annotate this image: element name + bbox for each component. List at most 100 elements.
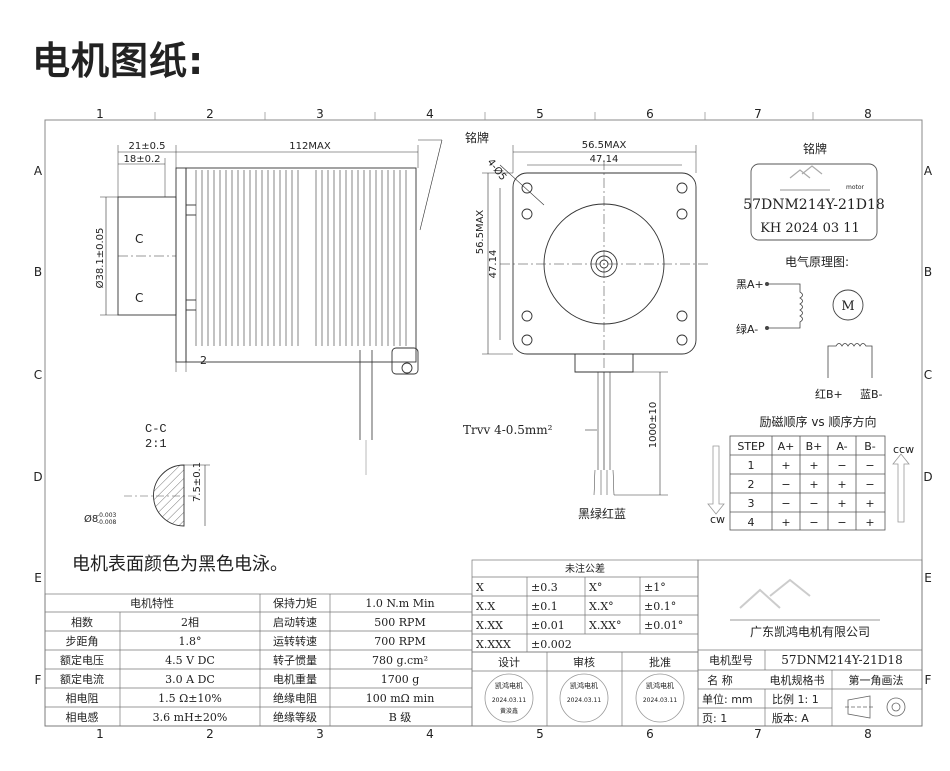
page-heading: 电机图纸: <box>32 39 205 83</box>
seq-header: B+ <box>806 440 823 453</box>
ccw-arrow-icon <box>892 453 910 523</box>
cw-label: cw <box>710 513 725 526</box>
grid-row: A <box>34 164 43 178</box>
grid-row: F <box>35 673 42 687</box>
seq-cell: + <box>781 459 790 472</box>
spec-label: 相电阻 <box>66 692 99 705</box>
grid-col: 1 <box>96 107 104 121</box>
tol-cell: X <box>476 581 484 594</box>
grid-col: 2 <box>206 727 214 741</box>
section-scale: 2:1 <box>145 437 167 451</box>
grid-col: 6 <box>646 727 654 741</box>
spec-label: 额定电流 <box>60 672 104 686</box>
grid-col: 8 <box>864 727 872 741</box>
svg-text:凯鸿电机: 凯鸿电机 <box>570 681 598 690</box>
nameplate-date: KH 2024 03 11 <box>760 221 860 236</box>
spec-value: 1.5 Ω±10% <box>158 692 222 705</box>
tol-cell: ±1° <box>644 581 666 594</box>
stamp-approve: 凯鸿电机 2024.03.11 <box>635 673 685 723</box>
unit: 单位: mm <box>702 692 753 706</box>
dim-2: 2 <box>200 354 207 367</box>
spec-value: 3.6 mH±20% <box>153 711 228 724</box>
svg-text:黄浚鑫: 黄浚鑫 <box>500 707 518 715</box>
nameplate-callout: 铭牌 <box>465 130 489 145</box>
tol-cell: ±0.1° <box>644 600 676 613</box>
version: 版本: A <box>772 711 809 725</box>
svg-text:2024.03.11: 2024.03.11 <box>492 697 527 704</box>
grid-row: B <box>924 265 932 279</box>
seq-cell: − <box>781 478 790 491</box>
cw-arrow-icon <box>707 445 725 515</box>
stamp-review: 凯鸿电机 2024.03.11 <box>559 673 609 723</box>
schematic-b-plus: 红B+ <box>815 388 843 401</box>
schematic-b-minus: 蓝B- <box>860 388 883 401</box>
seq-cell: − <box>809 497 818 510</box>
grid-row: D <box>923 470 932 484</box>
angle-method: 第一角画法 <box>849 673 904 687</box>
grid-col: 4 <box>426 727 434 741</box>
seq-cell: + <box>809 459 818 472</box>
side-view <box>100 139 443 475</box>
nameplate-brand: motor <box>846 184 865 191</box>
seq-cell: 3 <box>748 497 755 510</box>
dim-bolt: 47.14 <box>590 154 619 165</box>
spec-label: 相数 <box>71 616 93 629</box>
spec-label: 步距角 <box>66 635 99 648</box>
scale: 比例 1: 1 <box>772 692 819 706</box>
seq-cell: − <box>837 516 846 529</box>
motor-symbol <box>832 289 864 321</box>
seq-cell: − <box>809 516 818 529</box>
sequence-table <box>729 435 886 531</box>
seq-cell: − <box>781 497 790 510</box>
sequence-title: 励磁顺序 vs 顺序方向 <box>760 414 877 429</box>
approval-review: 审核 <box>573 655 595 669</box>
seq-cell: 4 <box>748 516 755 529</box>
grid-row: C <box>924 368 932 382</box>
seq-cell: − <box>837 459 846 472</box>
grid-col: 2 <box>206 107 214 121</box>
spec-value: B 级 <box>389 711 412 724</box>
spec-value: 1.0 N.m Min <box>365 597 434 610</box>
stamp-design: 凯鸿电机 2024.03.11 黄浚鑫 <box>484 673 534 723</box>
svg-text:2024.03.11: 2024.03.11 <box>643 697 678 704</box>
nameplate-title: 铭牌 <box>803 141 827 156</box>
tol-cell: X.X <box>476 600 495 613</box>
tol-cell: ±0.01 <box>531 619 565 632</box>
tol-cell: ±0.002 <box>531 638 572 651</box>
grid-row: A <box>924 164 933 178</box>
spec-label: 电机重量 <box>273 672 317 686</box>
section-c-top: C <box>135 232 143 246</box>
section-title: C-C <box>145 422 167 436</box>
spec-value: 3.0 A DC <box>165 673 215 686</box>
tol-cell: ±0.1 <box>531 600 558 613</box>
spec-value: 780 g.cm² <box>372 654 428 667</box>
tol-cell: X.XX° <box>589 619 622 632</box>
grid-row: F <box>925 673 932 687</box>
specs-title: 电机特性 <box>130 596 174 610</box>
spec-label: 保持力矩 <box>273 596 317 610</box>
seq-header: B- <box>864 440 876 453</box>
title-block <box>697 559 923 727</box>
seq-cell: + <box>865 497 874 510</box>
tol-cell: X.X° <box>589 600 614 613</box>
grid-col: 3 <box>316 727 324 741</box>
spec-label: 绝缘电阻 <box>273 691 317 705</box>
tol-upper: -0.003 <box>97 512 117 519</box>
spec-value: 500 RPM <box>374 616 425 629</box>
lead-length: 1000±10 <box>648 402 659 449</box>
grid-col: 5 <box>536 107 544 121</box>
tol-cell: X.XXX <box>476 638 511 651</box>
model-label: 电机型号 <box>709 653 753 667</box>
seq-cell: − <box>865 478 874 491</box>
seq-cell: + <box>837 497 846 510</box>
grid-col: 3 <box>316 107 324 121</box>
grid-col-labels-bottom: 1 2 3 4 5 6 7 8 <box>96 727 872 741</box>
brand-logo <box>780 165 830 191</box>
coil-a <box>765 281 803 330</box>
spec-value: 700 RPM <box>374 635 425 648</box>
page-number: 页: 1 <box>702 712 727 725</box>
nameplate-model: 57DNM214Y-21D18 <box>743 197 885 213</box>
spec-value: 1700 g <box>381 673 420 686</box>
spec-label: 绝缘等级 <box>273 710 317 724</box>
